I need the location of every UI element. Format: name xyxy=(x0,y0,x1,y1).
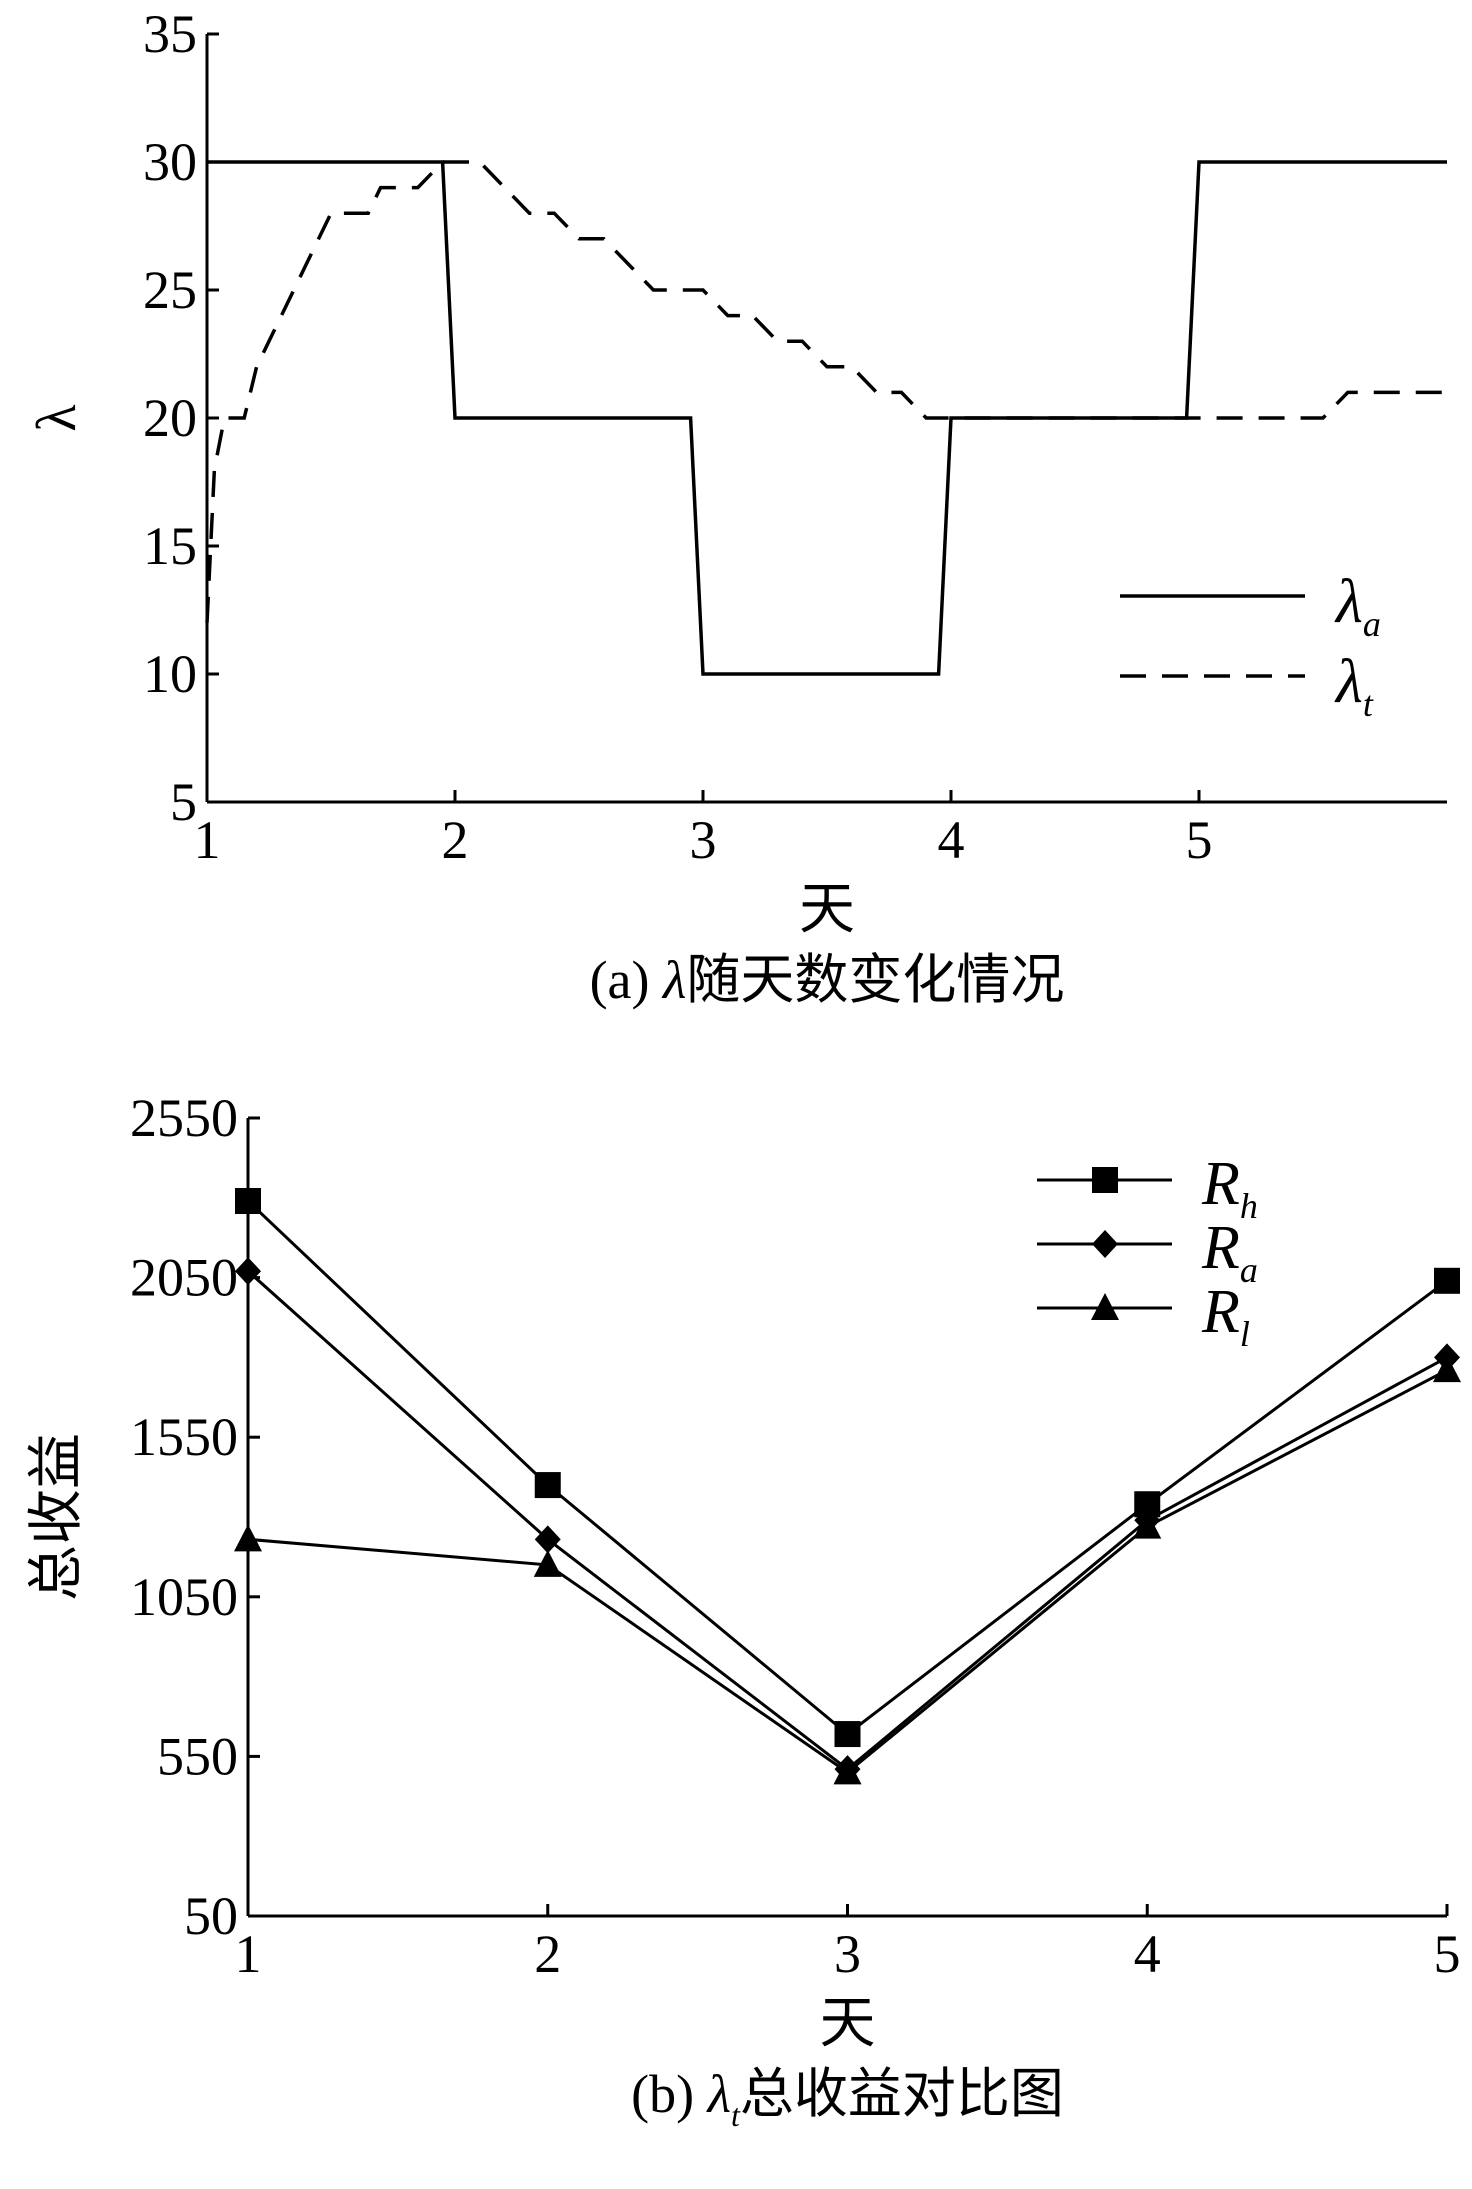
legend-marker-h xyxy=(1092,1167,1118,1193)
caption-symbol: λ xyxy=(661,950,686,1010)
legend-marker-a xyxy=(1092,1230,1118,1258)
x-tick-label: 1 xyxy=(235,1924,262,1984)
series-line-a xyxy=(207,160,1447,676)
y-tick-label: 2050 xyxy=(130,1248,238,1308)
legend-t-label: λt xyxy=(1334,648,1374,724)
chart-b: 50 550 1050 1550 2050 2550 1 2 3 4 5 天 总收益 (b) λt总收益对… xyxy=(26,1088,1461,2133)
data-point-l xyxy=(1433,1355,1461,1383)
data-point-h xyxy=(1434,1267,1460,1294)
caption-prefix: (b) xyxy=(631,2064,707,2124)
y-tick-label: 20 xyxy=(143,388,197,448)
data-point-a xyxy=(534,1525,561,1554)
legend-l-label: Rl xyxy=(1201,1278,1250,1354)
caption-prefix: (a) xyxy=(590,950,663,1010)
x-tick-label: 2 xyxy=(534,1924,561,1984)
y-tick-label: 1050 xyxy=(130,1567,238,1627)
caption: (a) λ随天数变化情况 xyxy=(590,950,1065,1010)
series-line-t xyxy=(205,160,1447,623)
data-point-l xyxy=(234,1524,262,1552)
legend-t-subscript: t xyxy=(1363,684,1374,724)
y-tick-label: 5 xyxy=(170,772,197,832)
caption-text: 随天数变化情况 xyxy=(686,950,1064,1010)
legend-marker-l xyxy=(1091,1293,1119,1320)
caption-text: 总收益对比图 xyxy=(740,2064,1064,2124)
y-tick-label: 550 xyxy=(157,1726,238,1786)
series-line-h xyxy=(246,1199,1448,1737)
legend-a-subscript: a xyxy=(1240,1250,1258,1290)
legend-a-symbol: R xyxy=(1201,1214,1240,1282)
data-point-h xyxy=(235,1187,261,1214)
y-tick-label: 2550 xyxy=(130,1088,238,1148)
y-axis-title: λ xyxy=(26,404,88,431)
legend-a-subscript: a xyxy=(1363,604,1381,644)
x-tick-label: 5 xyxy=(1434,1924,1461,1984)
caption-symbol: λ xyxy=(706,2064,731,2124)
x-tick-label: 3 xyxy=(834,1924,861,1984)
legend-h-label: Rh xyxy=(1201,1150,1258,1226)
legend-l-subscript: l xyxy=(1240,1314,1250,1354)
legend-h-subscript: h xyxy=(1240,1186,1258,1226)
legend-l-symbol: R xyxy=(1201,1278,1240,1346)
data-point-h xyxy=(834,1721,861,1748)
caption: (b) λt总收益对比图 xyxy=(631,2064,1064,2133)
legend-t-symbol: λ xyxy=(1334,648,1363,716)
data-point-l xyxy=(533,1549,562,1577)
x-tick-label: 5 xyxy=(1186,810,1213,870)
series-line-a xyxy=(247,1270,1448,1772)
x-axis-title: 天 xyxy=(799,879,855,941)
y-tick-label: 10 xyxy=(143,644,197,704)
data-point-a xyxy=(235,1257,261,1286)
data-point-l xyxy=(1133,1511,1162,1539)
y-tick-label: 1550 xyxy=(130,1407,238,1467)
y-tick-label: 50 xyxy=(184,1886,238,1946)
legend-a-label: Ra xyxy=(1201,1214,1258,1290)
legend-a-label: λa xyxy=(1334,568,1381,644)
y-tick-label: 35 xyxy=(143,4,197,64)
legend-a-symbol: λ xyxy=(1334,568,1363,636)
x-tick-label: 3 xyxy=(690,810,717,870)
y-tick-label: 25 xyxy=(143,260,197,320)
y-axis-title: 总收益 xyxy=(26,1433,88,1601)
legend-h-symbol: R xyxy=(1201,1150,1240,1218)
x-tick-label: 4 xyxy=(938,810,965,870)
data-point-l xyxy=(833,1757,862,1785)
y-tick-label: 15 xyxy=(143,516,197,576)
y-tick-label: 30 xyxy=(143,132,197,192)
x-tick-label: 4 xyxy=(1134,1924,1161,1984)
x-tick-label: 1 xyxy=(194,810,221,870)
data-point-h xyxy=(534,1472,561,1499)
x-tick-label: 2 xyxy=(442,810,469,870)
x-axis-title: 天 xyxy=(820,1993,876,2055)
caption-subscript: t xyxy=(731,2097,741,2133)
